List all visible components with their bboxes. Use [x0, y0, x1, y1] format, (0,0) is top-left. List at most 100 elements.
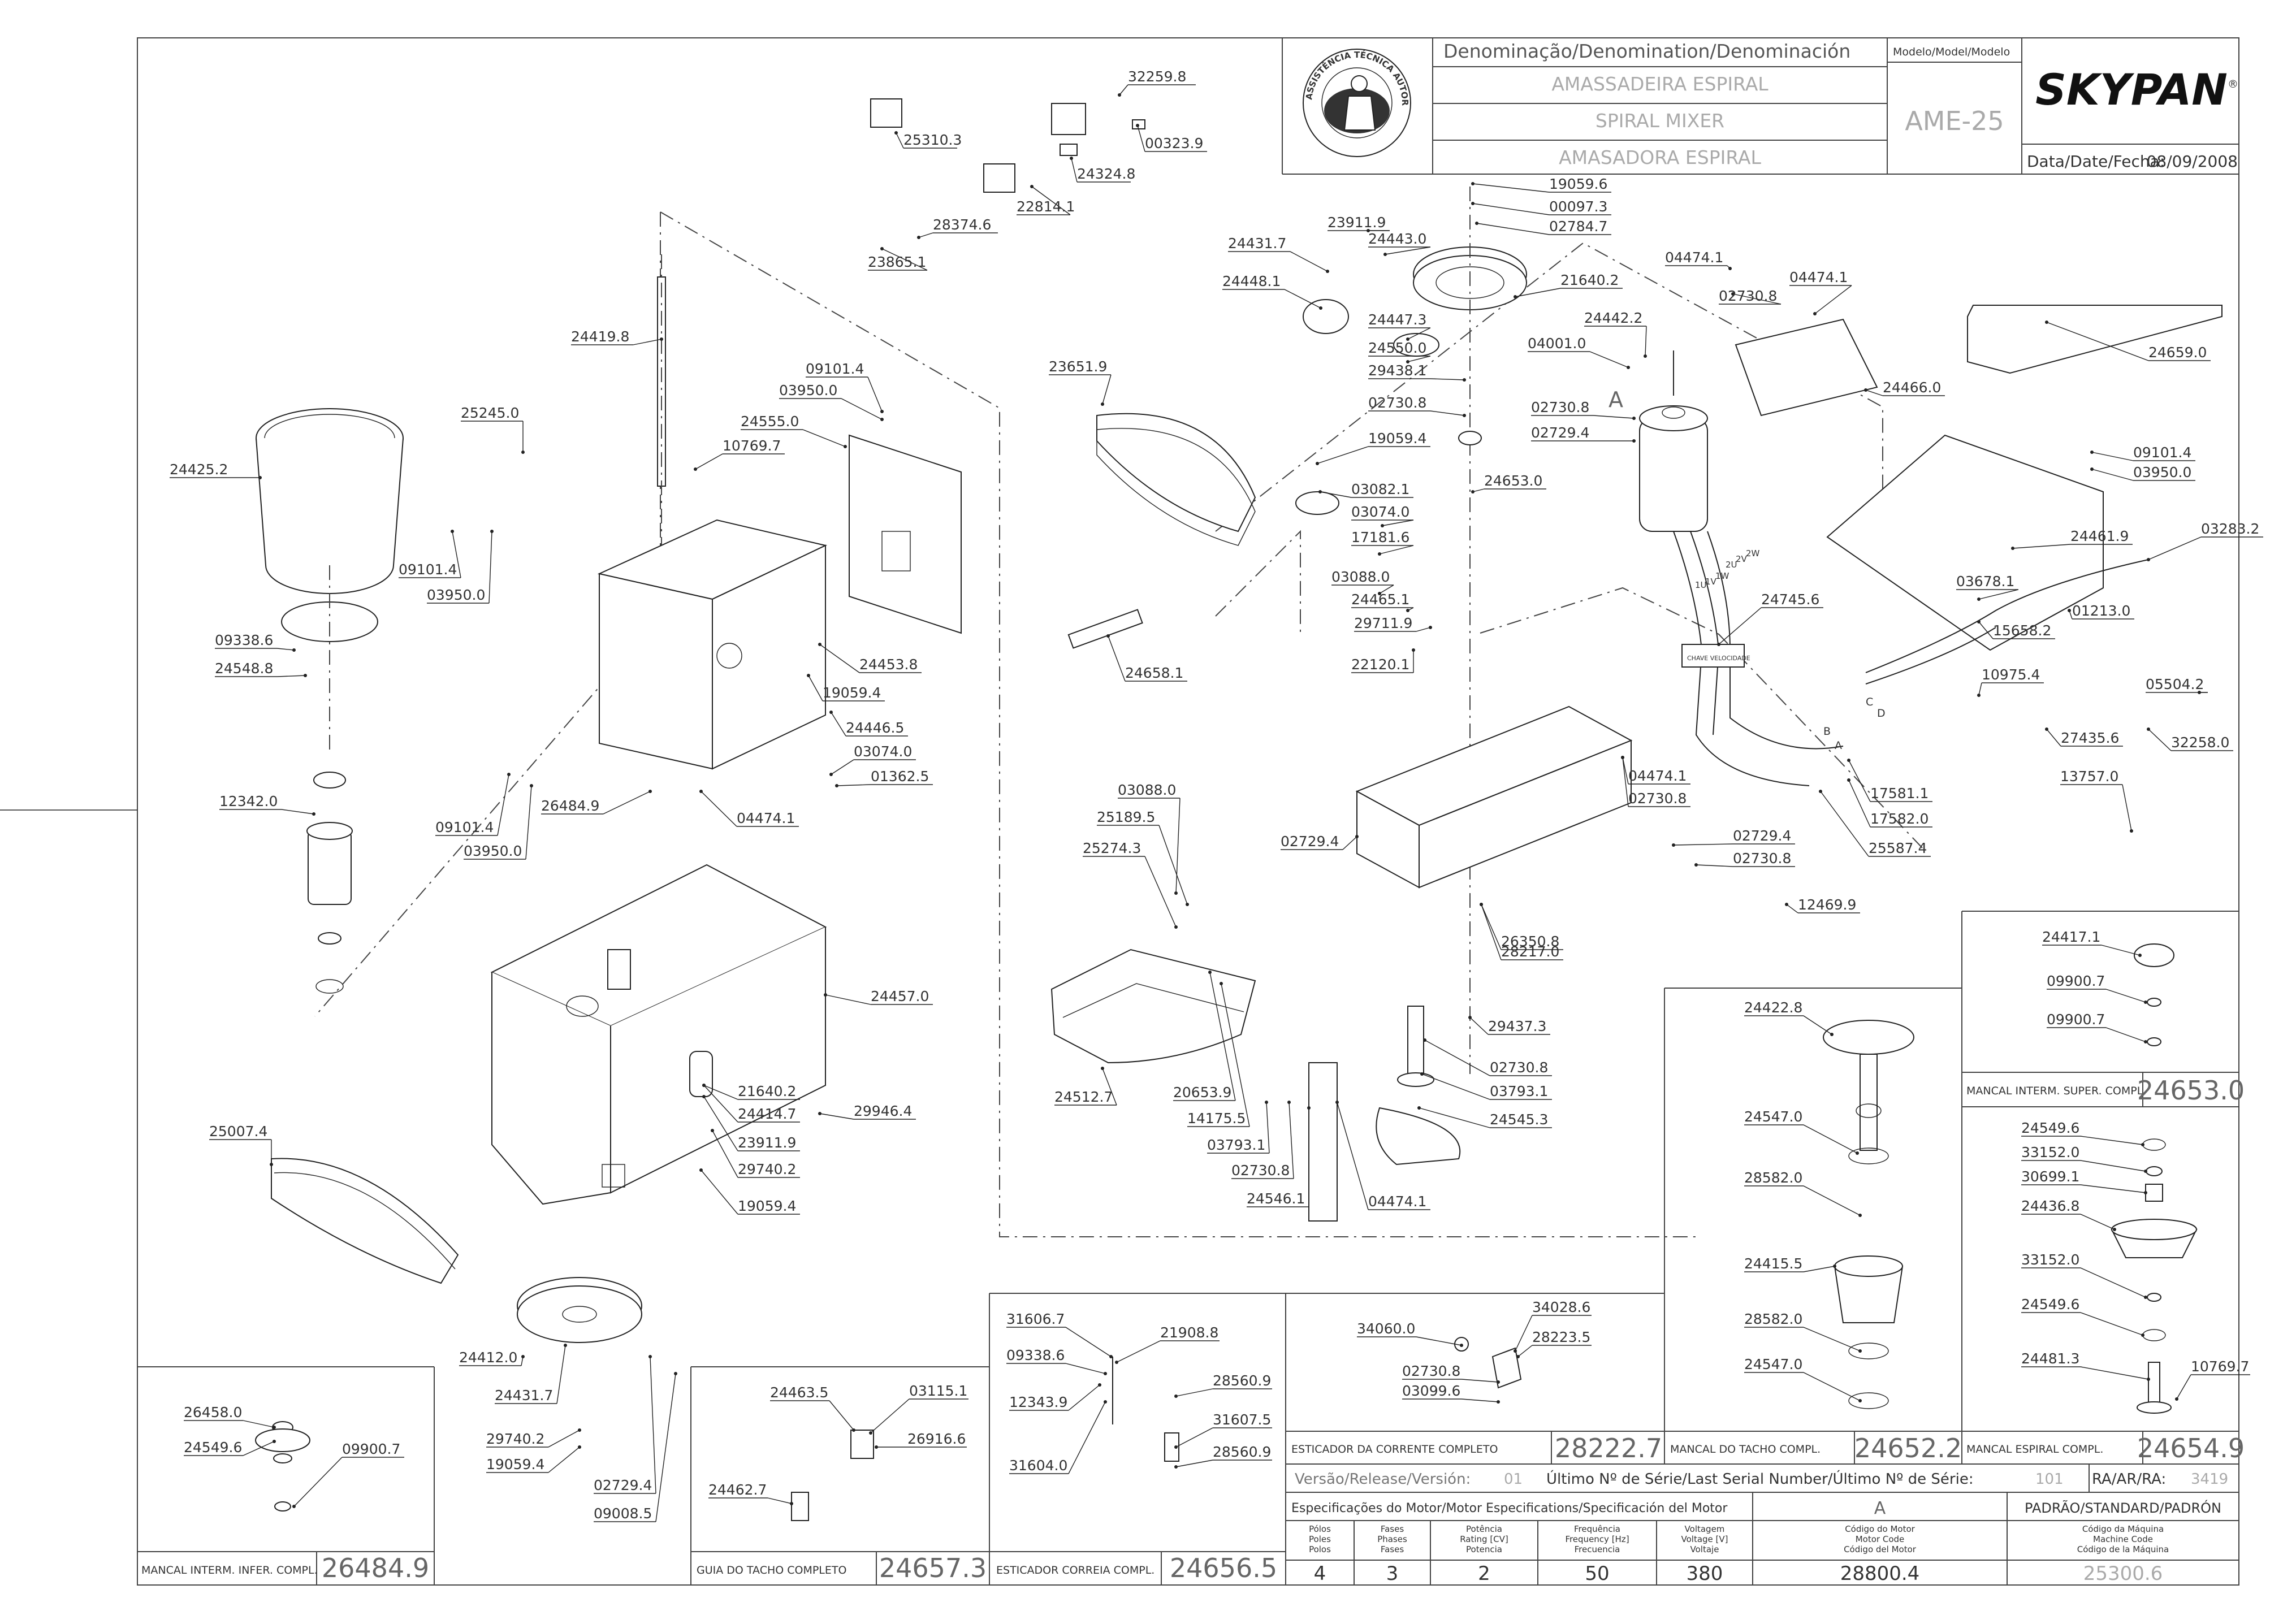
part-number-text: 14175.5	[1187, 1110, 1246, 1127]
part-number-text: 28582.0	[1744, 1170, 1802, 1186]
subassembly-part-label: 26458.0	[184, 1404, 276, 1429]
part-number-text: 24658.1	[1125, 665, 1183, 681]
part-number-text: 09338.6	[1006, 1347, 1065, 1363]
subassembly-part-label: 09338.6	[1006, 1347, 1107, 1375]
spec-column-heading: Código do Motor	[1845, 1524, 1915, 1534]
part-number-text: 09008.5	[594, 1505, 652, 1522]
part-label: 03793.1	[1207, 1101, 1270, 1154]
spec-column-value: 50	[1585, 1562, 1609, 1585]
brand-logo: SKYPAN	[2035, 64, 2228, 115]
subassembly-part-label: 09900.7	[2047, 973, 2147, 1004]
part-number-text: 23651.9	[1049, 358, 1107, 375]
part-number-text: 24549.6	[184, 1439, 242, 1456]
part-number-text: 20653.9	[1173, 1084, 1231, 1101]
drive-belt	[1096, 413, 1256, 532]
subassembly-part-label: 21908.8	[1115, 1324, 1220, 1364]
part-label: 04474.1	[699, 790, 799, 827]
part-number-text: 24463.5	[770, 1384, 828, 1401]
part-number-text: 24550.0	[1368, 340, 1426, 356]
part-label: 25310.3	[894, 131, 962, 149]
part-label: 03074.0	[1351, 504, 1414, 527]
machine-body	[490, 864, 827, 1205]
part-number-text: 09101.4	[435, 819, 494, 835]
part-number-text: 02730.8	[1231, 1162, 1290, 1179]
part-number-text: 17581.1	[1870, 785, 1929, 802]
part-number-text: 28217.0	[1501, 943, 1559, 960]
part-number-text: 00323.9	[1145, 135, 1203, 151]
part-label: 24457.0	[824, 988, 933, 1005]
part-label: 22814.1	[1017, 185, 1075, 215]
part-label: 03088.0	[1331, 569, 1394, 595]
part-number-text: 23865.1	[868, 254, 926, 270]
part-label: 24546.1	[1247, 1106, 1311, 1207]
date-label: Data/Date/Fecha:	[2027, 152, 2165, 171]
wire-label: 1U	[1695, 580, 1707, 590]
part-label: 24555.0	[741, 413, 847, 448]
part-number-text: 12342.0	[219, 793, 278, 809]
part-number-text: 24443.0	[1368, 231, 1426, 247]
part-number-text: 28560.9	[1213, 1372, 1271, 1389]
part-label: 10769.7	[694, 438, 785, 471]
subassembly-part-label: 30699.1	[2021, 1168, 2147, 1194]
code-tacho: 24652.2	[1854, 1433, 1962, 1463]
caption-intermedio-superior: MANCAL INTERM. SUPER. COMPL.	[1966, 1085, 2146, 1097]
subassembly-part-label: 33152.0	[2021, 1251, 2147, 1299]
part-number-text: 15658.2	[1993, 622, 2051, 639]
subassembly-part-label: 28560.9	[1174, 1372, 1272, 1398]
part-label: 24465.1	[1351, 591, 1414, 612]
part-number-text: 29740.2	[486, 1431, 544, 1447]
part-label: 03950.0	[2090, 464, 2195, 481]
part-label: 24659.0	[2045, 321, 2211, 361]
part-label: 24425.2	[170, 461, 262, 479]
connector-label: B	[1823, 725, 1831, 738]
wire-label: 2W	[1746, 548, 1760, 558]
code-espiral: 24654.9	[2137, 1433, 2245, 1463]
subassembly-part-label: 24462.7	[708, 1482, 793, 1505]
part-label: 22120.1	[1351, 648, 1415, 673]
part-label: 24447.3	[1368, 311, 1431, 341]
subassembly-part-label: 24481.3	[2021, 1350, 2150, 1381]
part-number-text: 24425.2	[170, 461, 228, 478]
subassembly-part-label: 10769.7	[2175, 1358, 2250, 1401]
code-esticador-correia: 24656.5	[1170, 1553, 1277, 1583]
connector-label: D	[1877, 707, 1886, 720]
part-label: 24658.1	[1106, 634, 1187, 682]
part-label: 10975.4	[1977, 666, 2044, 697]
subassembly-part-label: 24417.1	[2042, 929, 2142, 957]
part-number-text: 34060.0	[1357, 1320, 1415, 1337]
part-label: 04001.0	[1528, 335, 1630, 369]
part-number-text: 33152.0	[2021, 1251, 2079, 1268]
spec-column-heading: Rating [CV]	[1460, 1534, 1508, 1544]
part-number-text: 02729.4	[594, 1477, 652, 1493]
part-label: 25587.4	[1819, 790, 1931, 857]
subassembly-part-label: 24549.6	[184, 1439, 276, 1456]
part-number-text: 29711.9	[1354, 615, 1412, 631]
subassembly-sketches	[255, 943, 2198, 1521]
connector-label: A	[1835, 739, 1842, 752]
part-label: 03074.0	[829, 743, 916, 776]
part-number-text: 24431.7	[1228, 235, 1286, 252]
part-label: 25189.5	[1097, 809, 1189, 906]
part-number-text: 02730.8	[1531, 399, 1589, 415]
part-number-text: 26458.0	[184, 1404, 242, 1421]
part-label: 03088.0	[1118, 782, 1181, 895]
part-number-text: 12469.9	[1798, 897, 1856, 913]
subassembly-part-label: 12343.9	[1009, 1383, 1101, 1411]
part-label: 17581.1	[1847, 759, 1932, 802]
part-number-text: 26350.8	[1501, 933, 1559, 950]
standard-label: PADRÃO/STANDARD/PADRÓN	[2025, 1499, 2221, 1516]
part-number-text: 19059.4	[738, 1198, 796, 1214]
part-label: 19059.6	[1471, 176, 1611, 193]
subassembly-captions: MANCAL INTERM. INFER. COMPL. 26484.9 GUI…	[141, 1075, 2245, 1583]
part-number-text: 19059.6	[1549, 176, 1607, 192]
bottom-spec-block: Versão/Release/Versión: 01 Último Nº de …	[1291, 1470, 2228, 1518]
part-label: 09008.5	[594, 1372, 677, 1522]
part-number-text: 02729.4	[1281, 833, 1339, 850]
part-number-text: 24512.7	[1054, 1089, 1113, 1105]
part-label: 20653.9	[1173, 971, 1236, 1101]
spec-column-value: 28800.4	[1840, 1562, 1920, 1585]
part-number-text: 09101.4	[399, 561, 457, 578]
motor-spec-label: Especificações do Motor/Motor Especifica…	[1291, 1501, 1728, 1515]
part-number-text: 09338.6	[215, 632, 273, 648]
